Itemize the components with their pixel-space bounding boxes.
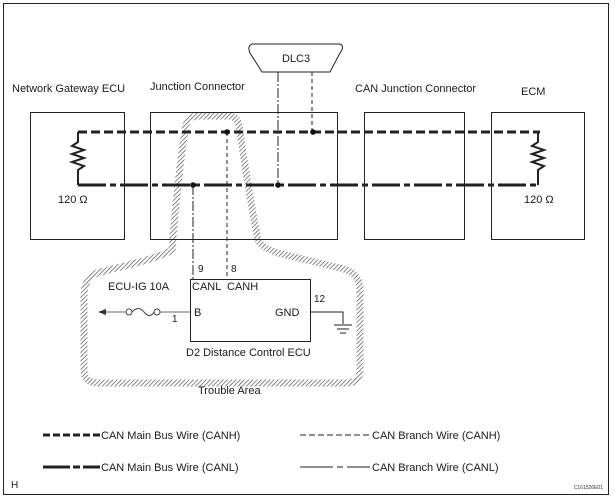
outer-frame <box>3 3 609 495</box>
network-gateway-ecu-box <box>30 112 125 240</box>
junction-connector-box <box>150 112 338 240</box>
dlc3-connector <box>248 43 343 73</box>
legend-label-main-canh: CAN Main Bus Wire (CANH) <box>101 430 240 442</box>
fuse-label: ECU-IG 10A <box>108 281 170 293</box>
pin-name-gnd: GND <box>275 307 300 319</box>
legend: CAN Main Bus Wire (CANH) CAN Main Bus Wi… <box>43 430 500 474</box>
ecm-box <box>491 112 585 240</box>
fuse-icon <box>131 308 155 316</box>
legend-label-branch-canh: CAN Branch Wire (CANH) <box>372 430 500 442</box>
pin-number-canl: 9 <box>198 264 204 275</box>
dlc3-label: DLC3 <box>282 53 310 65</box>
pin-name-b: B <box>194 307 201 319</box>
resistor-label-right: 120 Ω <box>524 194 554 206</box>
legend-label-main-canl: CAN Main Bus Wire (CANL) <box>101 462 239 474</box>
junction-connector-label: Junction Connector <box>150 81 245 93</box>
resistor-network-gateway <box>68 132 88 185</box>
junction-dot-dlc3-canh <box>310 129 316 135</box>
d2-ecu-label: D2 Distance Control ECU <box>186 347 311 359</box>
pin-name-canh: CANH <box>227 281 258 293</box>
can-junction-connector-label: CAN Junction Connector <box>355 83 476 95</box>
pin-name-canl: CANL <box>192 281 221 293</box>
can-junction-connector-box <box>364 112 465 240</box>
junction-dot-dlc3-canl <box>275 182 281 188</box>
ecm-label: ECM <box>521 86 545 98</box>
pin-number-b: 1 <box>172 314 178 325</box>
pin-number-gnd: 12 <box>314 294 326 305</box>
legend-label-branch-canl: CAN Branch Wire (CANL) <box>372 462 499 474</box>
corner-mark: H <box>11 480 18 491</box>
trouble-area-label: Trouble Area <box>198 385 261 397</box>
resistor-label-left: 120 Ω <box>58 194 88 206</box>
arrow-left-icon <box>98 309 106 315</box>
resistor-ecm <box>528 132 548 185</box>
ground-icon <box>310 311 352 334</box>
d2-distance-control-ecu-box <box>190 279 311 342</box>
pin-number-canh: 8 <box>231 264 237 275</box>
figure-id: C161526E01 <box>574 485 603 491</box>
trouble-area-outline <box>80 112 364 387</box>
network-gateway-ecu-label: Network Gateway ECU <box>12 83 125 95</box>
power-feed-wire <box>98 308 190 316</box>
